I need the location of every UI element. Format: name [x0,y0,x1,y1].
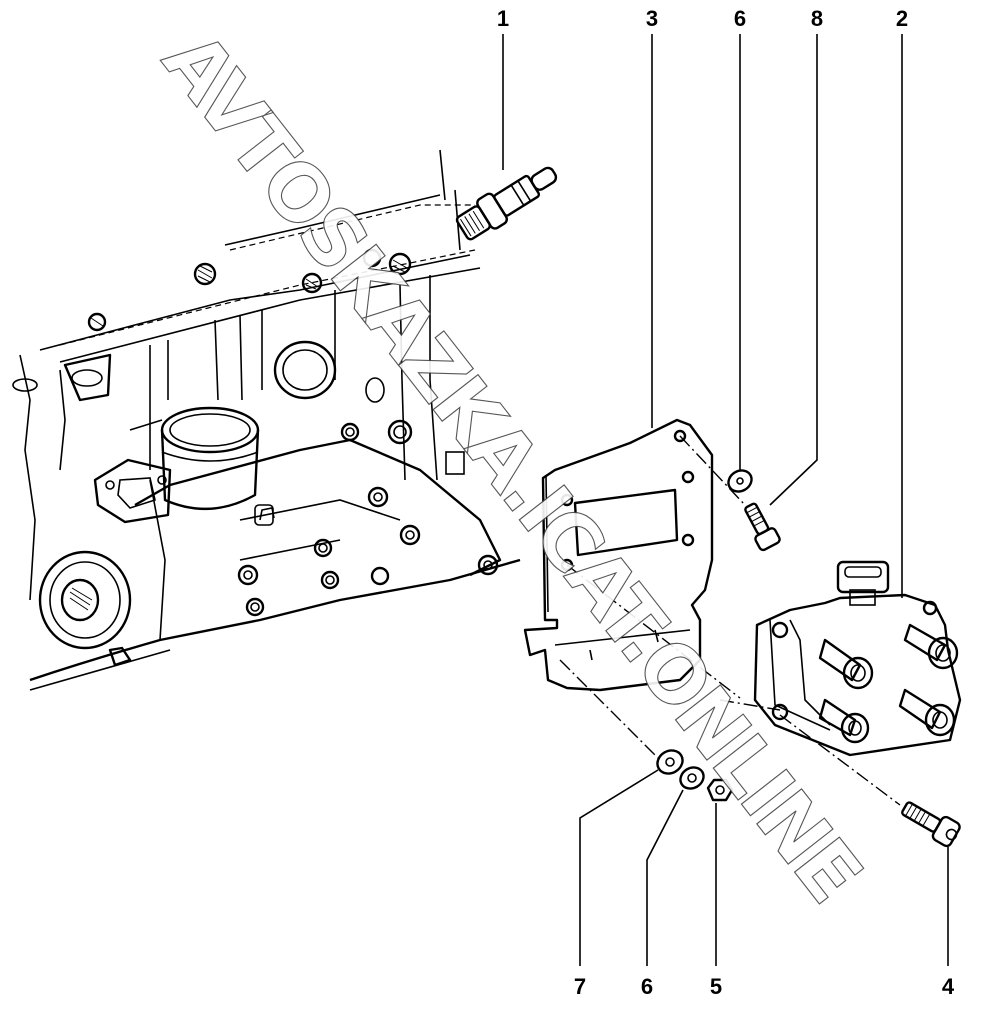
callout-4: 4 [941,974,955,999]
mounting-bracket [523,418,901,806]
callout-7: 7 [573,974,587,999]
watermark: AVTOSKAZKA.ICAT.ONLINE [144,16,877,918]
flat-washer [656,749,684,775]
engine-block [12,149,521,691]
washer-upper [727,469,753,493]
ignition-coil [753,560,962,757]
leader-6b [646,789,684,966]
leader-8 [769,34,818,506]
callout-5: 5 [709,974,723,999]
nut [706,778,734,802]
callout-1: 1 [496,6,510,31]
washer-lower [679,766,705,790]
socket-head-bolt [901,801,961,848]
callout-2: 2 [895,6,909,31]
hex-bolt [744,502,781,552]
spark-plug [455,166,558,241]
callout-3: 3 [645,6,659,31]
leader-7 [579,769,659,966]
svg-text:AVTOSKAZKA.ICAT.ONLINE: AVTOSKAZKA.ICAT.ONLINE [145,16,876,917]
callout-8: 8 [810,6,824,31]
callout-6-lower: 6 [640,974,654,999]
leader-lines [502,34,949,966]
callout-6-upper: 6 [733,6,747,31]
